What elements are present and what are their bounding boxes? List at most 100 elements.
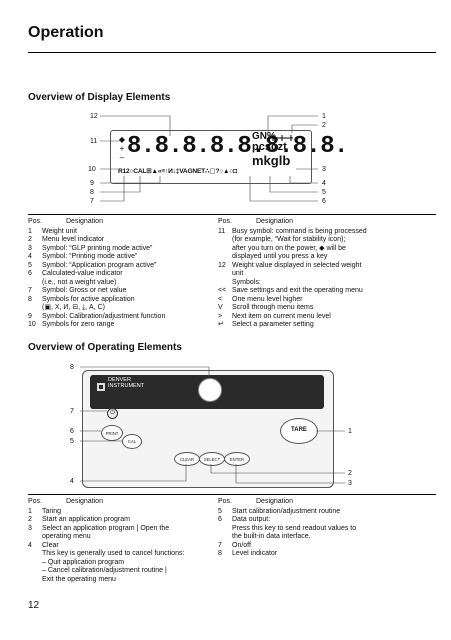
item-pos: 2 [28,516,32,523]
item-text: the built-in data interface. [232,533,311,540]
lcd-bottom-symbol-row: R12○CAL⊞▲«≡↑И↓‡VAGNET∴▢?○▲○◘ [118,168,237,175]
display-callout-4: 4 [322,180,326,187]
item-text: Next item on current menu level [232,312,331,320]
operating-callout-2: 2 [348,470,352,477]
item-text: Scroll through menu items [232,304,314,311]
item-text: Press this key to send readout values to [232,524,357,532]
cal-button[interactable]: CAL [122,434,142,449]
item-text: One menu level higher [232,295,303,303]
item-pos: 3 [28,244,32,252]
item-pos [218,533,232,542]
item-text: Symbol: “Application program active” [42,261,157,269]
list-item: displayed until you press a key [218,253,438,262]
list-item: 3 Select an application program | Open th… [28,525,218,534]
lcd-units-2: pcsozt [252,141,287,153]
print-label: PRINT [105,430,119,436]
item-pos [218,279,232,288]
display-table-rule [28,214,436,215]
clear-button[interactable]: CLEAR [174,452,200,466]
display-callout-10: 10 [88,166,96,173]
display-callout-9: 9 [90,180,94,187]
item-pos [218,525,232,534]
item-pos: 9 [28,312,32,320]
list-item: unit [218,270,438,279]
item-text: Weight value displayed in selected weigh… [232,261,362,269]
item-text: Save settings and exit the operating men… [232,287,363,294]
tare-label: TARE [291,427,307,433]
display-callout-1: 1 [322,113,326,120]
page-title: Operation [28,24,104,41]
select-label: SELECT [203,457,221,462]
item-text: Level indicator [232,550,278,557]
item-text: Symbol: Gross or net value [42,287,127,294]
list-item: 5 Symbol: “Application program active” [28,262,218,271]
list-item: 3 Symbol: “GLP printing mode active” [28,245,218,254]
operating-callout-5: 5 [70,438,74,445]
list-item: (for example, “Wait for stability icon); [218,236,438,245]
operating-callout-8: 8 [70,364,74,371]
operating-leader-lines [80,366,345,484]
item-text: after you turn on the power, ◆ will be [232,244,346,252]
list-item: – Cancel calibration/adjustment routine … [28,567,218,576]
enter-label: ENTER [229,457,245,462]
item-text: (▣, Х, И, ⊟, ⤓, A, C) [42,304,105,311]
list-item: (▣, Х, И, ⊟, ⤓, A, C) [28,304,218,313]
item-pos [218,253,232,262]
item-text: Busy symbol: command is being processed [232,227,367,235]
item-pos: 2 [28,236,32,243]
list-item: operating menu [28,533,218,542]
item-pos: 1 [28,227,32,235]
list-item: – Quit application program [28,559,218,568]
item-pos: > [218,312,223,320]
item-text: On/off [232,541,251,549]
item-text: Data output: [232,516,271,523]
item-pos [218,236,232,245]
display-left-header: Pos. Designation [28,218,218,227]
display-heading: Overview of Display Elements [28,92,171,103]
tare-button[interactable]: TARE [280,418,318,444]
item-pos [28,576,42,585]
enter-button[interactable]: ENTER [224,452,250,466]
brand-line-2: INSTRUMENT [108,383,145,389]
operating-callout-1: 1 [348,428,352,435]
list-item: This key is generally used to cancel fun… [28,550,218,559]
item-text: unit [232,270,244,277]
item-text: (for example, “Wait for stability icon); [232,236,346,243]
item-pos: 4 [28,541,32,549]
item-pos [218,270,232,279]
item-pos: 3 [28,524,32,532]
print-button[interactable]: PRINT [101,425,123,441]
display-callout-6: 6 [322,198,326,205]
display-right-header: Pos.Designation [218,218,438,227]
operating-callout-6: 6 [70,428,74,435]
display-callout-5: 5 [322,189,326,196]
item-text: – Cancel calibration/adjustment routine … [42,567,167,574]
designation-header: Designation [66,498,103,505]
pos-header: Pos. [28,218,43,225]
item-pos: 5 [28,261,32,269]
on-off-button[interactable]: ⏻ [107,408,118,419]
item-text: Calculated-value indicator [42,270,123,277]
designation-header: Designation [66,218,103,225]
item-text: Select an application program | Open the [42,524,170,532]
item-pos [28,559,42,568]
item-text: Symbols for zero range [42,321,115,328]
display-callout-7: 7 [90,198,94,205]
item-text: Symbol: “GLP printing mode active” [42,244,153,252]
item-pos: < [218,295,223,303]
item-pos: 10 [28,321,36,328]
item-pos [218,245,232,254]
list-item: the built-in data interface. [218,533,438,542]
